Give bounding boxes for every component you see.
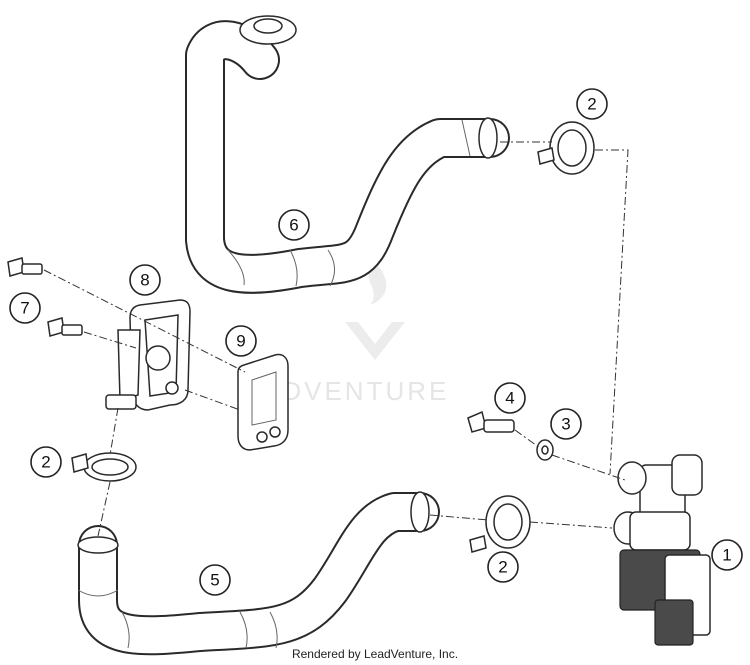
clamp-2-upper: [537, 121, 595, 175]
clamp-2-middle: [469, 495, 531, 553]
callout-4: 4: [494, 382, 526, 414]
leader-lines: [43, 141, 629, 537]
hose-6: [185, 15, 510, 294]
hose-5: [77, 491, 440, 656]
callout-5: 5: [199, 564, 231, 596]
svg-text:4: 4: [505, 389, 514, 408]
clamp-2-left: [71, 452, 137, 482]
washer-3: [536, 439, 554, 461]
svg-text:7: 7: [20, 299, 29, 318]
svg-text:3: 3: [561, 415, 570, 434]
callout-6: 6: [278, 209, 310, 241]
callout-3: 3: [550, 408, 582, 440]
svg-text:1: 1: [722, 546, 731, 565]
callout-7: 7: [9, 292, 41, 324]
svg-text:2: 2: [498, 558, 507, 577]
callout-8: 8: [129, 264, 161, 296]
svg-text:8: 8: [140, 271, 149, 290]
watermark-flame-icon: [368, 262, 387, 305]
callout-9: 9: [225, 325, 257, 357]
svg-text:2: 2: [41, 453, 50, 472]
svg-text:5: 5: [210, 571, 219, 590]
callout-2-left: 2: [30, 446, 62, 478]
footer-credit: Rendered by LeadVenture, Inc.: [292, 647, 458, 661]
svg-text:2: 2: [587, 95, 596, 114]
watermark-text: ADVENTURE: [262, 376, 449, 406]
bracket-8: [105, 299, 191, 411]
svg-text:9: 9: [236, 332, 245, 351]
callout-2-middle: 2: [487, 551, 519, 583]
bolts-7: [7, 257, 83, 337]
watermark-v-icon: [345, 322, 405, 360]
callout-2-upper: 2: [576, 88, 608, 120]
watermark: ADVENTURE: [262, 262, 449, 406]
callout-1: 1: [711, 539, 743, 571]
cover-9: [237, 353, 289, 451]
svg-text:6: 6: [289, 216, 298, 235]
valve-assembly: [613, 454, 711, 646]
bolt-4: [467, 410, 515, 433]
